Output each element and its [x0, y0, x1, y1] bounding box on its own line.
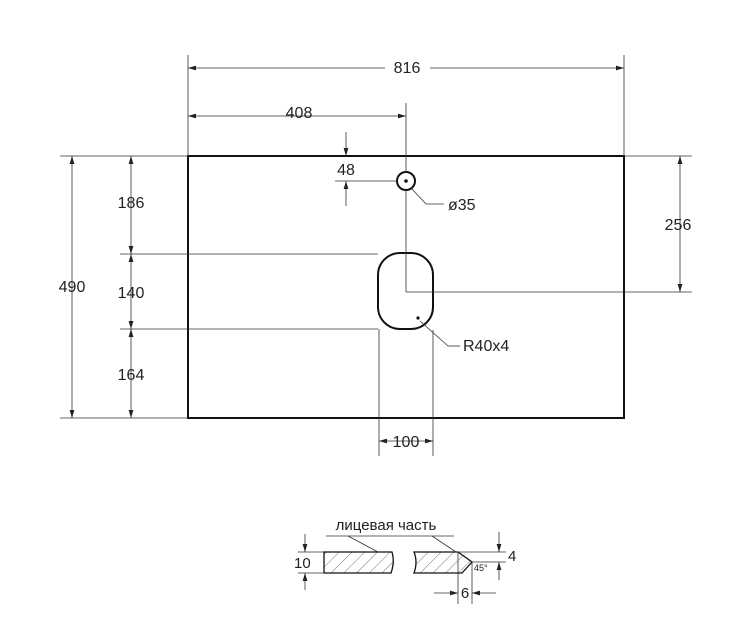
- width-dimension: 816: [394, 60, 421, 77]
- face-side-label: лицевая часть: [336, 517, 437, 534]
- cutout-width-dimension: 100: [393, 434, 420, 451]
- extension-lines: [60, 55, 692, 456]
- cutout-center-dimension: 256: [665, 217, 692, 234]
- dimension-lines: [69, 65, 683, 444]
- bevel-height-dimension: 4: [508, 548, 516, 565]
- cutout-radius-point: [416, 316, 420, 320]
- tap-hole-center: [404, 179, 408, 183]
- cutout-radius-label: R40x4: [463, 338, 509, 355]
- bevel-width-dimension: 6: [461, 585, 469, 602]
- basin-cutout: [377, 252, 434, 330]
- top-gap-dimension: 186: [118, 195, 145, 212]
- edge-section: [323, 551, 473, 574]
- height-dimension: 490: [59, 279, 86, 296]
- section-dimension-lines: [298, 532, 506, 604]
- cutout-height-dimension: 140: [118, 285, 145, 302]
- hole-diameter-label: ø35: [448, 197, 476, 214]
- thickness-dimension: 10: [294, 555, 311, 572]
- hole-offset-y-dimension: 48: [337, 162, 355, 179]
- section-left-part: [323, 551, 394, 574]
- bottom-gap-dimension: 164: [118, 367, 145, 384]
- section-right-part: [413, 551, 473, 574]
- hole-offset-x-dimension: 408: [286, 105, 313, 122]
- bevel-angle-label: 45°: [474, 563, 488, 573]
